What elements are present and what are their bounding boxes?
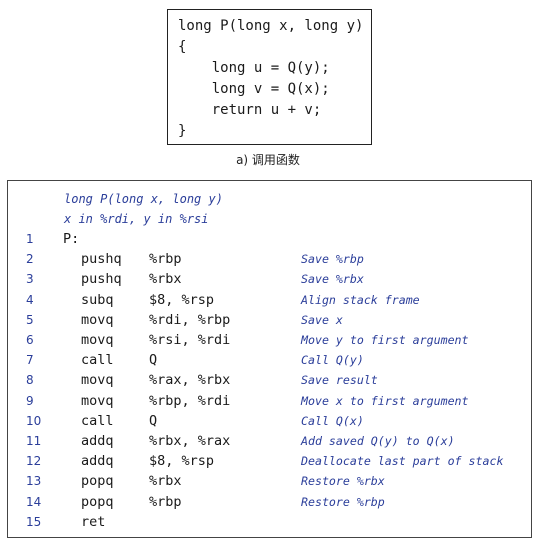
- instruction-mnemonic: addq: [81, 453, 114, 470]
- line-number: 14: [26, 494, 42, 509]
- line-number: 2: [26, 252, 34, 267]
- instruction-operands: Q: [149, 352, 158, 369]
- assembly-line: 5 movq %rdi, %rbp Save x: [8, 310, 531, 330]
- c-code-line: long u = Q(y);: [178, 60, 330, 76]
- instruction-mnemonic: call: [81, 352, 114, 369]
- instruction-comment: Call Q(y): [301, 353, 364, 368]
- c-code-line: long v = Q(x);: [178, 81, 330, 97]
- line-number: 7: [26, 353, 34, 368]
- line-number: 3: [26, 272, 34, 287]
- instruction-comment: Restore %rbp: [301, 494, 385, 509]
- line-number: 13: [26, 474, 42, 489]
- instruction-comment: Move x to first argument: [301, 393, 469, 408]
- instruction-operands: %rbx: [149, 473, 182, 490]
- assembly-label: P:: [63, 231, 80, 247]
- assembly-listing-box: long P(long x, long y) x in %rdi, y in %…: [7, 180, 532, 538]
- instruction-mnemonic: subq: [81, 291, 114, 308]
- instruction-mnemonic: movq: [81, 392, 114, 409]
- line-number: 11: [26, 434, 42, 448]
- instruction-mnemonic: call: [81, 412, 114, 429]
- instruction-comment: Move y to first argument: [301, 333, 469, 347]
- instruction-mnemonic: ret: [81, 513, 106, 530]
- instruction-comment: Save x: [301, 312, 343, 327]
- instruction-comment: Call Q(x): [301, 413, 364, 428]
- instruction-mnemonic: popq: [81, 493, 114, 510]
- instruction-mnemonic: movq: [81, 372, 114, 389]
- assembly-line: 11 addq %rbx, %rax Add saved Q(y) to Q(x): [8, 431, 531, 451]
- instruction-operands: %rbp, %rdi: [149, 392, 231, 409]
- assembly-line: 6 movq %rsi, %rdi Move y to first argument: [8, 330, 531, 350]
- assembly-line: 9 movq %rbp, %rdi Move x to first argument: [8, 391, 531, 411]
- instruction-mnemonic: addq: [81, 433, 114, 449]
- instruction-comment: Add saved Q(y) to Q(x): [301, 434, 455, 448]
- instruction-mnemonic: popq: [81, 473, 114, 490]
- line-number: 8: [26, 373, 34, 388]
- instruction-comment: Save %rbx: [301, 272, 364, 287]
- line-number: 4: [26, 292, 34, 307]
- assembly-line: 2 pushq %rbp Save %rbp: [8, 249, 531, 269]
- instruction-comment: Align stack frame: [301, 292, 420, 307]
- line-number: 9: [26, 393, 34, 408]
- assembly-line: 10 call Q Call Q(x): [8, 411, 531, 431]
- line-number: 10: [26, 413, 42, 428]
- instruction-operands: Q: [149, 412, 158, 429]
- line-number: 15: [26, 514, 42, 529]
- assembly-line: 1 P:: [8, 229, 531, 249]
- c-code-line: {: [178, 39, 187, 55]
- line-number: 1: [26, 232, 34, 246]
- instruction-mnemonic: movq: [81, 311, 114, 328]
- instruction-comment: Save result: [301, 373, 378, 388]
- line-number: 12: [26, 454, 42, 469]
- assembly-line: 7 call Q Call Q(y): [8, 350, 531, 370]
- c-source-box: long P(long x, long y) { long u = Q(y); …: [167, 9, 372, 145]
- assembly-header-signature: long P(long x, long y): [64, 192, 223, 206]
- c-code-line: long P(long x, long y): [178, 18, 364, 34]
- instruction-mnemonic: pushq: [81, 271, 122, 288]
- instruction-comment: Save %rbp: [301, 252, 364, 267]
- c-code-line: return u + v;: [178, 102, 322, 118]
- instruction-operands: %rdi, %rbp: [149, 311, 231, 328]
- instruction-operands: $8, %rsp: [149, 453, 215, 470]
- line-number: 6: [26, 333, 34, 347]
- assembly-line: 15 ret: [8, 512, 531, 532]
- c-code-line: }: [178, 123, 187, 139]
- instruction-operands: %rax, %rbx: [149, 372, 231, 389]
- instruction-comment: Deallocate last part of stack: [301, 454, 504, 469]
- assembly-line: 14 popq %rbp Restore %rbp: [8, 492, 531, 512]
- instruction-mnemonic: movq: [81, 332, 114, 348]
- instruction-mnemonic: pushq: [81, 251, 122, 268]
- assembly-line: 12 addq $8, %rsp Deallocate last part of st…: [8, 451, 531, 471]
- line-number: 5: [26, 312, 34, 327]
- instruction-operands: $8, %rsp: [149, 291, 215, 308]
- instruction-operands: %rsi, %rdi: [149, 332, 231, 348]
- instruction-operands: %rbp: [149, 493, 182, 510]
- assembly-line: 13 popq %rbx Restore %rbx: [8, 471, 531, 491]
- instruction-operands: %rbp: [149, 251, 182, 268]
- instruction-operands: %rbx: [149, 271, 182, 288]
- assembly-header-registers: x in %rdi, y in %rsi: [64, 212, 209, 226]
- assembly-line: 3 pushq %rbx Save %rbx: [8, 269, 531, 289]
- instruction-operands: %rbx, %rax: [149, 433, 231, 449]
- instruction-comment: Restore %rbx: [301, 474, 385, 489]
- figure-caption: a) 调用函数: [236, 153, 300, 167]
- assembly-line: 8 movq %rax, %rbx Save result: [8, 370, 531, 390]
- assembly-line: 4 subq $8, %rsp Align stack frame: [8, 290, 531, 310]
